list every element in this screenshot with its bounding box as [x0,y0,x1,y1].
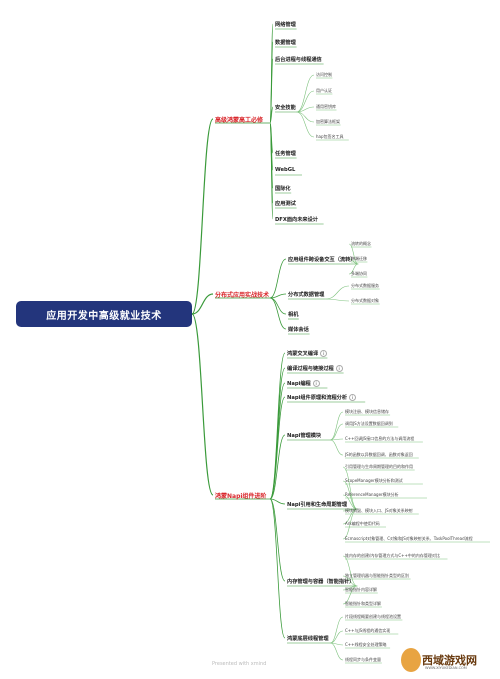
subtopic-label: 网络管理 [275,22,296,28]
subtopic[interactable]: Napi引用和生命周期管理 [287,501,347,508]
subtopic[interactable]: 数据管理 [275,39,296,46]
leaf-topic[interactable]: 跨端迁移 [351,256,367,261]
subtopic[interactable]: 媒体会话 [288,326,309,333]
leaf-topic[interactable]: 访问控制 [316,72,332,77]
subtopic-label: 编译过程与链接过程 [287,366,334,372]
leaf-topic[interactable]: 调用JS方法设置数据回调到 [345,421,393,426]
leaf-topic[interactable]: JS的函数以异数据回调、函数对象返回 [345,452,413,457]
subtopic[interactable]: DFX面向未来设计 [275,216,318,223]
subtopic-label: 任务管理 [275,151,296,157]
leaf-topic[interactable]: 线程同步与条件变量 [345,657,381,662]
info-icon[interactable]: i [349,394,357,401]
subtopic-label: 分布式数据管理 [288,292,325,298]
subtopic[interactable]: 应用组件跨设备交互（流转） [288,256,355,263]
subtopic-label: WebGL [275,167,296,173]
leaf-topic[interactable]: ReferenceManager模块分析 [345,492,399,497]
subtopic-label: 国际化 [275,186,291,192]
subtopic-label: 相机 [288,312,299,318]
subtopic-label: 数据管理 [275,40,296,46]
leaf-topic[interactable]: ScopeManager模块分析和测试 [345,478,403,483]
subtopic-label: 鸿蒙交叉编译 [287,351,319,357]
leaf-topic[interactable]: 智能指针内容详解 [345,587,377,592]
subtopic-label: DFX面向未来设计 [275,217,318,223]
subtopic-label: 鸿蒙底层线程管理 [287,636,329,642]
subtopic-label: 后台进程与线程通信 [275,57,322,63]
leaf-topic[interactable]: 堆内存的创建/内存管理方式与C++中的内存管理对比 [345,553,440,558]
leaf-topic[interactable]: 模块销毁、模块入口、JS对象关系映射 [345,508,413,513]
subtopic[interactable]: 国际化 [275,185,291,192]
subtopic-label: Napi组件原理和流程分析 [287,395,348,401]
subtopic-label: 应用测试 [275,201,296,207]
leaf-topic[interactable]: Ecmascript对象管理、C对象和JS对象映射关系、TaskPoolThre… [345,536,473,541]
leaf-topic[interactable]: 模块注册、模块信息储存 [345,409,389,414]
subtopic[interactable]: 安全技能 [275,104,296,111]
footer-credit: Presented with xmind [212,661,267,667]
leaf-topic[interactable]: C++回调JS接口信息的方法与调用流程 [345,436,415,441]
mascot-icon [401,648,421,672]
branch-topic[interactable]: 高级鸿蒙高工必修 [215,117,264,124]
leaf-topic[interactable]: hap包签名工具 [316,134,344,139]
subtopic[interactable]: 任务管理 [275,150,296,157]
info-icon[interactable]: i [335,365,343,372]
subtopic-label: 媒体会话 [288,327,309,333]
root-topic[interactable]: 应用开发中高级就业技术 [16,301,192,327]
subtopic-label: Napi引用和生命周期管理 [287,502,348,508]
subtopic[interactable]: 分布式数据管理 [288,291,324,298]
subtopic[interactable]: 应用测试 [275,200,296,207]
leaf-topic[interactable]: 分布式数据服务 [351,283,379,288]
branch-topic[interactable]: 分布式应用实战技术 [215,292,270,299]
subtopic[interactable]: 后台进程与线程通信 [275,56,322,63]
leaf-topic[interactable]: 用户认证 [316,88,332,93]
info-icon[interactable]: i [312,380,320,387]
subtopic[interactable]: 鸿蒙底层线程管理 [287,635,329,642]
leaf-topic[interactable]: 加密算法框架 [316,119,340,124]
subtopic-label: 安全技能 [275,105,296,111]
subtopic[interactable]: 网络管理 [275,21,296,28]
logo-text: 西域游戏网 [422,654,477,667]
leaf-topic[interactable]: Ark编程中使用代码 [345,521,380,526]
leaf-topic[interactable]: 多端协同 [351,271,367,276]
subtopic[interactable]: WebGL [275,167,295,173]
subtopic[interactable]: 相机 [288,311,298,318]
leaf-topic[interactable]: C++线程安全处理策略 [345,642,387,647]
subtopic-label: Napi管理模块 [287,433,322,439]
leaf-topic[interactable]: 独立管理机器与智能指针类型的区别 [345,573,409,578]
leaf-topic[interactable]: 片段线程概要创建与线程池设置 [345,614,401,619]
subtopic-label: Napi编程 [287,381,311,387]
logo-subtext: WWW.XIYUKEDIAN.COM [425,666,467,670]
info-icon[interactable]: i [320,350,328,357]
branch-topic[interactable]: 鸿蒙Napi组件进阶 [215,493,267,500]
leaf-topic[interactable]: 通用密钥库 [316,104,336,109]
leaf-topic[interactable]: 引用管理与生命周期管理的目的和作用 [345,464,413,469]
leaf-topic[interactable]: 分布式数据对象 [351,298,379,303]
site-logo: 西域游戏网 WWW.XIYUKEDIAN.COM [398,646,498,676]
subtopic-label: 应用组件跨设备交互（流转） [288,257,356,263]
subtopic-label: 内存管理与容器（智能指针） [287,579,355,585]
leaf-topic[interactable]: 智能指针和类型详解 [345,601,381,606]
subtopic[interactable]: 内存管理与容器（智能指针） [287,578,354,585]
leaf-topic[interactable]: 流转的概念 [351,241,371,246]
leaf-topic[interactable]: C++与JS线程的通信实现 [345,628,391,633]
subtopic[interactable]: Napi管理模块 [287,432,321,439]
